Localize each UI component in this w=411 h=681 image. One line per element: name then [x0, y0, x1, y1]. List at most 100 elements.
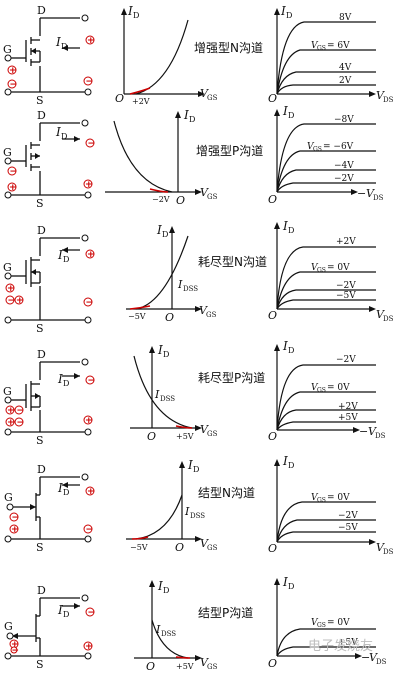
svg-text:GS: GS: [317, 267, 326, 274]
svg-text:D: D: [288, 582, 294, 591]
circuit-jfet-n: D G S I D + − + −: [4, 463, 95, 554]
svg-text:I: I: [127, 4, 133, 18]
gate-voltage-label: −2V: [334, 174, 354, 184]
svg-text:V: V: [200, 186, 209, 199]
circuit-enh-n: D G S I D + + − −: [3, 4, 95, 107]
svg-text:G: G: [3, 146, 12, 159]
charge-sign: +: [5, 283, 15, 294]
svg-text:O: O: [268, 430, 277, 443]
svg-text:I: I: [154, 388, 160, 401]
charge-sign: +: [5, 405, 15, 416]
svg-text:−: −: [88, 376, 96, 386]
fet-type-label: 增强型N沟道: [194, 41, 263, 55]
gate-voltage-label: 8V: [339, 13, 352, 23]
svg-text:V: V: [311, 493, 319, 503]
output-jfet-p: I D O − V DS V GS = 0V +5V 电子发烧友: [268, 575, 387, 670]
svg-text:D: D: [37, 348, 46, 361]
gate-voltage-label: −5V: [336, 291, 356, 301]
svg-text:V: V: [311, 383, 319, 393]
transfer-tick: −5V: [128, 312, 146, 321]
svg-text:I: I: [57, 603, 63, 617]
gate-voltage-label: 4V: [339, 63, 352, 73]
fet-type-label: 结型N沟道: [198, 486, 255, 500]
svg-text:V: V: [376, 541, 385, 554]
gate-voltage-label: −2V: [338, 511, 358, 521]
svg-text:G: G: [4, 491, 13, 504]
svg-text:GS: GS: [207, 544, 218, 552]
svg-text:GS: GS: [313, 146, 322, 153]
svg-text:V: V: [369, 651, 378, 664]
svg-text:DSS: DSS: [183, 285, 198, 293]
svg-text:+: +: [7, 418, 15, 428]
svg-text:DSS: DSS: [190, 512, 205, 520]
gate-voltage-label: +2V: [336, 237, 356, 247]
transfer-jfet-p: I D O V GS +5V I DSS: [134, 579, 218, 673]
svg-text:D: D: [61, 132, 67, 141]
svg-text:D: D: [286, 11, 292, 20]
svg-text:DS: DS: [383, 548, 394, 556]
svg-text:GS: GS: [207, 430, 218, 438]
row-enh-p: D G S I D − − + + I D O V GS −2V 增强型P沟道: [3, 104, 384, 210]
svg-text:+: +: [7, 284, 15, 294]
charge-sign: −: [5, 295, 15, 306]
fet-type-label: 耗尽型N沟道: [198, 255, 267, 269]
svg-text:O: O: [146, 660, 155, 673]
svg-text:V: V: [311, 618, 319, 628]
svg-text:O: O: [147, 430, 156, 443]
gate-voltage-label: = −6V: [323, 142, 354, 152]
svg-text:D: D: [37, 109, 46, 122]
circuit-dep-p: D G S I D − + − + − +: [3, 348, 95, 447]
svg-text:D: D: [133, 11, 139, 20]
watermark: 电子发烧友: [308, 638, 373, 654]
drain-label: D: [37, 4, 46, 17]
charge-sign: −: [83, 297, 93, 308]
svg-text:GS: GS: [317, 622, 326, 629]
svg-text:D: D: [37, 584, 46, 597]
gate-voltage-label: −2V: [336, 281, 356, 291]
svg-text:+: +: [11, 640, 19, 650]
svg-text:O: O: [115, 92, 124, 105]
svg-text:G: G: [3, 261, 12, 274]
svg-text:+: +: [87, 487, 95, 497]
svg-text:I: I: [157, 579, 163, 593]
circuit-dep-n: D G S I D + + − + −: [3, 224, 95, 335]
svg-text:DSS: DSS: [160, 395, 175, 403]
charge-sign: −: [14, 417, 24, 428]
charge-sign: −: [85, 607, 96, 618]
charge-sign: +: [7, 65, 17, 76]
svg-text:V: V: [200, 656, 209, 669]
svg-text:−: −: [88, 608, 96, 618]
svg-text:V: V: [307, 142, 315, 152]
charge-sign: +: [83, 641, 93, 652]
transfer-dep-n: I D O V GS −5V I DSS: [126, 223, 217, 324]
output-enh-n: I D O V DS 8V V GS = 6V 4V 2V: [268, 4, 394, 105]
svg-text:I: I: [282, 219, 288, 233]
charge-sign: −: [85, 375, 96, 386]
circuit-enh-p: D G S I D − − + +: [3, 109, 95, 210]
svg-text:DS: DS: [383, 315, 394, 323]
svg-text:O: O: [175, 541, 184, 554]
svg-text:D: D: [63, 379, 69, 388]
charge-sign: +: [83, 179, 93, 190]
svg-text:GS: GS: [317, 497, 326, 504]
transfer-tick: −2V: [152, 195, 170, 204]
svg-text:I: I: [282, 339, 288, 353]
transfer-tick: +2V: [132, 97, 150, 106]
svg-text:+: +: [11, 525, 19, 535]
charge-sign: +: [14, 295, 24, 306]
charge-sign: −: [83, 76, 93, 87]
svg-text:DS: DS: [383, 96, 394, 104]
transfer-enh-n: I D O V GS +2V: [115, 4, 218, 106]
gate-voltage-label: −2V: [336, 355, 356, 365]
charge-sign: −: [83, 524, 93, 535]
svg-text:V: V: [200, 87, 209, 100]
svg-text:−: −: [17, 406, 25, 416]
svg-text:−: −: [357, 187, 366, 200]
svg-text:I: I: [57, 248, 63, 262]
svg-text:D: D: [63, 488, 69, 497]
svg-text:GS: GS: [317, 387, 326, 394]
svg-text:V: V: [376, 89, 385, 102]
svg-text:D: D: [61, 42, 67, 51]
svg-text:+: +: [9, 66, 17, 76]
